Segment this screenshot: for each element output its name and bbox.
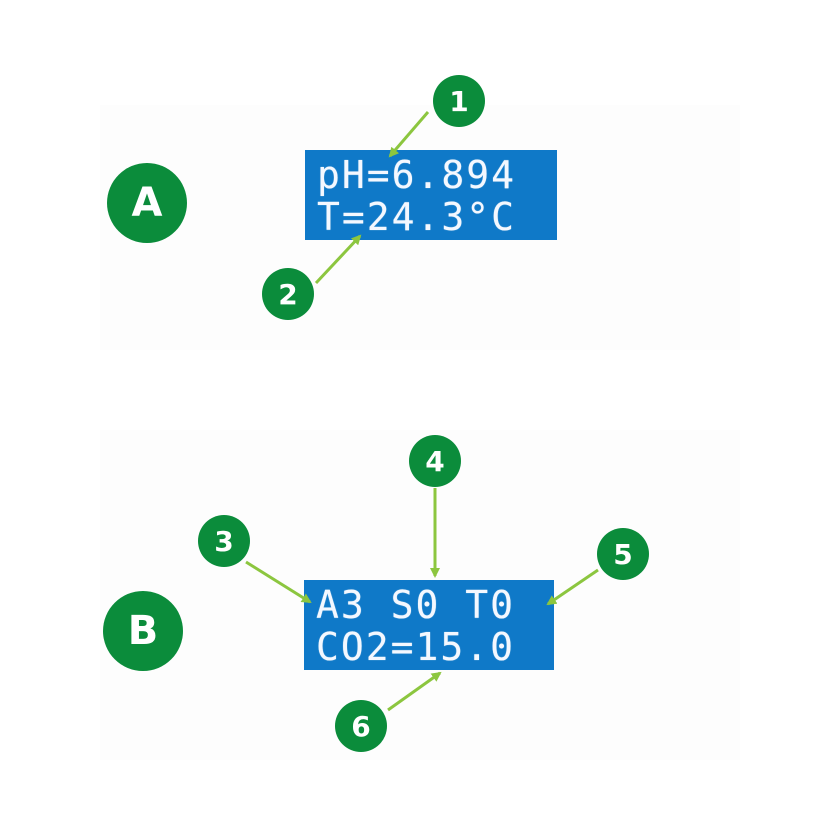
section-b-label: B xyxy=(103,591,183,671)
lcd-display-a: pH=6.894 T=24.3°C xyxy=(305,150,557,240)
arrow-5 xyxy=(546,568,599,606)
callout-4: 4 xyxy=(409,435,461,487)
callout-1: 1 xyxy=(433,75,485,127)
callout-5: 5 xyxy=(597,528,649,580)
arrow-1 xyxy=(388,111,430,158)
lcd-display-b: A3 S0 T0 CO2=15.0 xyxy=(304,580,554,670)
lcd-b-line-co2: CO2=15.0 xyxy=(316,625,516,669)
arrow-2 xyxy=(314,234,362,285)
lcd-b-line-status: A3 S0 T0 xyxy=(316,583,516,627)
lcd-a-line-temperature: T=24.3°C xyxy=(317,195,517,239)
callout-3: 3 xyxy=(198,515,250,567)
callout-6: 6 xyxy=(335,700,387,752)
arrow-6 xyxy=(387,671,442,712)
lcd-a-line-ph: pH=6.894 xyxy=(317,153,517,197)
callout-2: 2 xyxy=(262,268,314,320)
section-a-label: A xyxy=(107,163,187,243)
arrow-3 xyxy=(245,560,312,604)
